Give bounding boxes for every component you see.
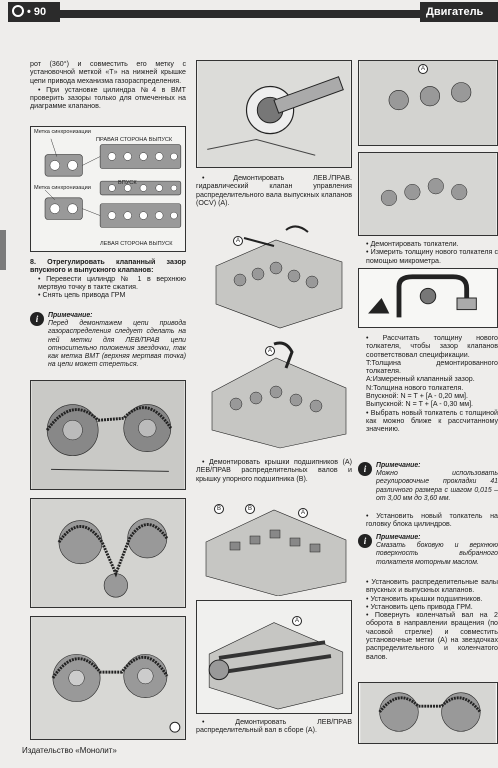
label-a-fig4: A: [298, 508, 308, 518]
bullet-remove-lifters: • Демонтировать толкатели.: [366, 240, 459, 248]
label-a-fig2: A: [233, 236, 243, 246]
publisher-footer: Издательство «Монолит»: [22, 746, 117, 755]
step-8: 8. Отрегулировать клапанный зазор впускн…: [30, 258, 186, 275]
formula-exhaust: Выпускной: N = T + [A - 0,30 мм].: [366, 400, 474, 409]
note-title: Примечание:: [48, 312, 93, 319]
label-a-col3: A: [418, 64, 428, 74]
bullet-remove-chain: • Снять цепь привода ГРМ: [38, 291, 126, 300]
column-1-step8: 8. Отрегулировать клапанный зазор впускн…: [30, 258, 186, 299]
bullet-install-caps: • Установить крышки подшипников.: [366, 594, 483, 603]
figure-cylinder-head-1: [196, 216, 352, 332]
column-3-text-1: • Демонтировать толкатели. • Измерить то…: [358, 240, 498, 265]
fig-label-intake: ВПУСК: [118, 180, 137, 186]
label-b-fig4-right: B: [245, 504, 255, 514]
caption-bearing-caps: • Демонтировать крышки подшипников (A) Л…: [196, 458, 352, 483]
column-1: рот (360°) и совместить его метку с уста…: [30, 60, 186, 111]
column-3-text-3: • Установить новый толкатель на головку …: [358, 512, 498, 529]
gear-icon: [12, 5, 24, 17]
section-title: Двигатель: [420, 2, 498, 22]
figure-ocv-wrench: [196, 60, 352, 168]
label-a-fig5: A: [292, 616, 302, 626]
figure-bearing-caps: [196, 496, 352, 596]
note-col3-lube: i Примечание: Смазать боковую и верхнюю …: [358, 534, 498, 567]
step-8-text: 8. Отрегулировать клапанный зазор впускн…: [30, 258, 186, 275]
note-icon: i: [358, 462, 372, 476]
bullet-rotate-crank: • Повернуть коленчатый вал на 2 оборота …: [366, 611, 498, 661]
figure-valve-diagram: [30, 126, 186, 252]
paragraph-top: рот (360°) и совместить его метку с уста…: [30, 60, 186, 85]
note-text: Можно использовать регулировочные прокла…: [376, 470, 498, 502]
page-edge-tab: [0, 230, 6, 270]
formula-a: A:Измеренный клапанный зазор.: [366, 375, 475, 384]
note-text: Смазать боковую и верхнюю поверхность вы…: [376, 542, 498, 566]
figure-cylinder-head-2: [196, 338, 352, 450]
figure-micrometer: [358, 268, 498, 328]
column-3-text-4: • Установить распределительные валы впус…: [358, 578, 498, 661]
label-a-fig3: A: [265, 346, 275, 356]
page-number: • 90: [8, 2, 60, 22]
note-title: Примечание:: [376, 462, 421, 469]
formula-t: T:Толщина демонтированного толкателя.: [366, 358, 498, 376]
fig-label-sync-bottom: Метка синхронизации: [34, 185, 91, 191]
caption-camshaft: • Демонтировать ЛЕВ/ПРАВ распределительн…: [196, 718, 352, 735]
figure-timing-chain-2: [30, 498, 186, 608]
figure-timing-chain-3: [30, 616, 186, 740]
figure-timing-chain-1: [30, 380, 186, 490]
fig-label-left-side: ЛЕВАЯ СТОРОНА ВЫПУСК: [100, 241, 173, 247]
note-col3-shims: i Примечание: Можно использовать регулир…: [358, 462, 498, 503]
figure-timing-marks: [358, 682, 498, 744]
fig-label-right-side: ПРАВАЯ СТОРОНА ВЫПУСК: [96, 137, 173, 143]
bullet-cylinder-4: • При установке цилиндра №4 в ВМТ провер…: [30, 85, 186, 111]
formula-n: N:Толщина нового толкателя.: [366, 383, 464, 392]
column-3-text-2: • Рассчитать толщину нового толкателя, ч…: [358, 334, 498, 434]
page-header: • 90 Двигатель: [8, 0, 498, 22]
note-title: Примечание:: [376, 534, 421, 541]
bullet-cylinder-1: • Перевести цилиндр № 1 в верхнюю мертву…: [38, 274, 186, 291]
figure-cylinder-head-lifters: [358, 152, 498, 236]
label-b-fig4-left: B: [214, 504, 224, 514]
bullet-install-camshafts: • Установить распределительные валы впус…: [366, 578, 498, 595]
bullet-install-lifter: • Установить новый толкатель на головку …: [366, 512, 498, 529]
note-icon: i: [30, 312, 44, 326]
note-text: Перед демонтажем цепи привода газораспре…: [48, 320, 186, 369]
note-icon: i: [358, 534, 372, 548]
note-col1: i Примечание: Перед демонтажем цепи прив…: [30, 312, 186, 369]
fig-label-sync-top: Метка синхронизации: [34, 129, 91, 135]
figure-lifters: [358, 60, 498, 146]
bullet-measure-lifter: • Измерить толщину нового толкателя с по…: [366, 248, 498, 265]
page-number-text: 90: [33, 6, 47, 18]
bullet-calc-thickness: • Рассчитать толщину нового толкателя, ч…: [366, 334, 498, 359]
header-rule: [8, 10, 498, 18]
bullet-install-chain: • Установить цепь привода ГРМ.: [366, 602, 473, 611]
caption-ocv: • Демонтировать ЛЕВ./ПРАВ. гидравлически…: [196, 174, 352, 207]
figure-camshaft-removal: [196, 600, 352, 714]
bullet-select-lifter: • Выбрать новый толкатель с толщиной как…: [366, 408, 498, 434]
formula-intake: Впускной: N = T + [A - 0,20 мм].: [366, 392, 468, 401]
